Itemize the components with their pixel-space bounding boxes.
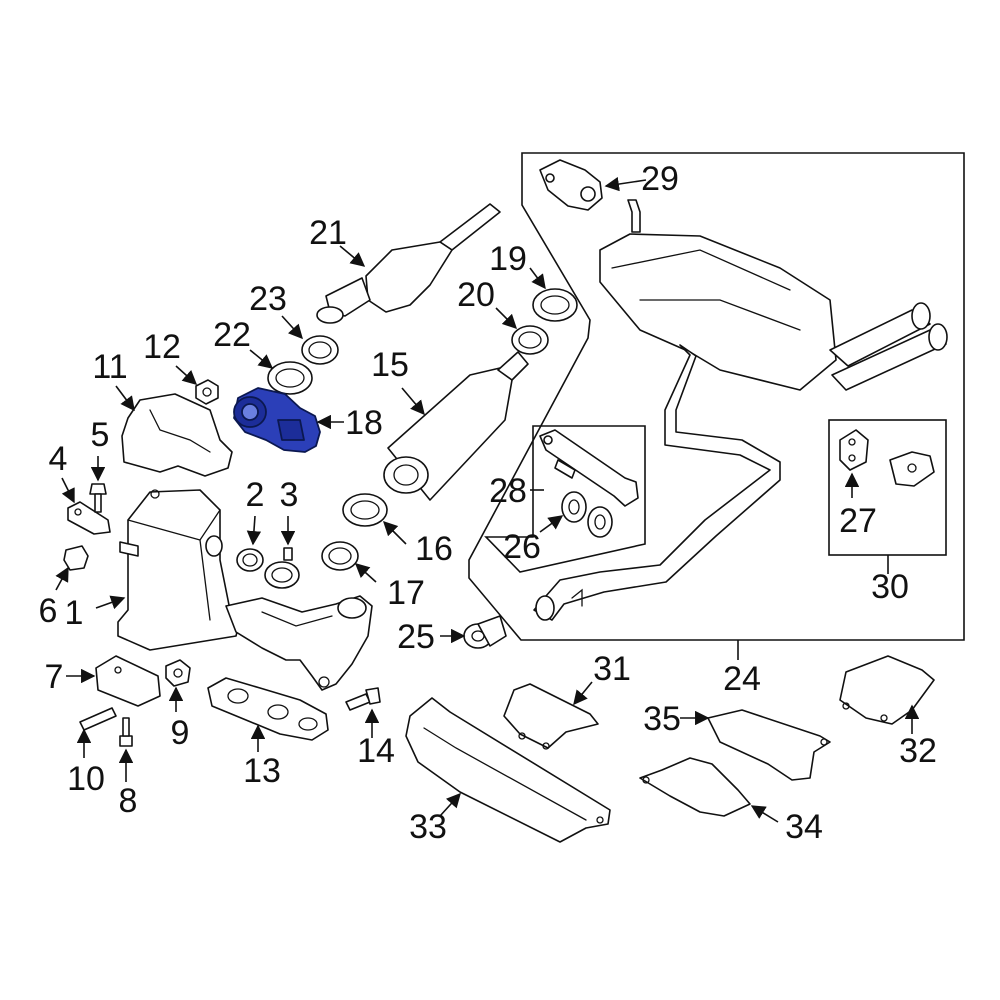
clamp-19[interactable] — [532, 288, 578, 322]
heat-shield-11[interactable] — [121, 393, 233, 477]
nut-9[interactable] — [165, 659, 191, 687]
callout-11: 11 — [92, 348, 127, 386]
callout-34: 34 — [785, 808, 823, 846]
nut-12[interactable] — [195, 379, 219, 405]
bolt-14[interactable] — [345, 687, 381, 711]
callout-24: 24 — [723, 660, 761, 698]
callout-2: 2 — [246, 476, 265, 514]
callout-14: 14 — [357, 732, 395, 770]
callout-23: 23 — [249, 280, 287, 318]
heat-shield-35[interactable] — [707, 709, 831, 781]
gasket-17[interactable] — [321, 541, 359, 571]
leader-lines — [55, 176, 920, 823]
callout-16: 16 — [415, 530, 453, 568]
clamp-3[interactable] — [264, 547, 300, 589]
callout-1: 1 — [65, 594, 84, 632]
callout-12: 12 — [143, 328, 181, 366]
callout-20: 20 — [457, 276, 495, 314]
bracket-group-frame — [484, 425, 646, 573]
front-pipe-21[interactable] — [316, 203, 501, 324]
insulator-26[interactable] — [561, 491, 613, 538]
bracket-7[interactable] — [95, 655, 161, 707]
callout-13: 13 — [243, 752, 281, 790]
callout-21: 21 — [309, 214, 347, 252]
exhaust-manifold[interactable] — [225, 595, 373, 691]
gasket-2[interactable] — [236, 548, 264, 572]
callout-32: 32 — [899, 732, 937, 770]
callout-8: 8 — [119, 782, 138, 820]
stud-10[interactable] — [79, 707, 117, 731]
callout-3: 3 — [280, 476, 299, 514]
catalytic-converter-1[interactable] — [117, 489, 241, 651]
clamp-25[interactable] — [463, 615, 507, 649]
callout-15: 15 — [371, 346, 409, 384]
gasket-23[interactable] — [301, 335, 339, 365]
nut-6[interactable] — [63, 545, 89, 571]
heat-shield-33[interactable] — [405, 697, 611, 843]
callout-18: 18 — [345, 404, 383, 442]
particulate-filter-15[interactable] — [383, 351, 529, 501]
callout-29: 29 — [641, 160, 679, 198]
callout-28: 28 — [489, 472, 527, 510]
callout-10: 10 — [67, 760, 105, 798]
manifold-gasket-13[interactable] — [207, 677, 329, 741]
bolt-8[interactable] — [119, 717, 133, 747]
callout-33: 33 — [409, 808, 447, 846]
callout-labels: 1 2 3 4 5 6 7 8 9 10 11 12 13 14 15 16 1… — [39, 160, 937, 846]
rear-exhaust-group-frame — [468, 152, 965, 641]
heat-shield-32[interactable] — [839, 655, 935, 725]
callout-25: 25 — [397, 618, 435, 656]
rear-muffler-pipe-24[interactable] — [533, 199, 948, 621]
clamp-22[interactable] — [267, 361, 313, 395]
mount-insulator-27[interactable] — [839, 429, 935, 487]
callout-22: 22 — [213, 316, 251, 354]
callout-26: 26 — [503, 528, 541, 566]
callout-19: 19 — [489, 240, 527, 278]
callout-31: 31 — [593, 650, 631, 688]
clamp-16[interactable] — [342, 493, 388, 527]
bolt-5[interactable] — [89, 483, 107, 513]
pipe-bracket-28[interactable] — [539, 429, 639, 507]
callout-30: 30 — [871, 568, 909, 606]
callout-5: 5 — [91, 416, 110, 454]
heat-shield-34[interactable] — [639, 757, 751, 817]
callout-4: 4 — [49, 440, 68, 478]
callout-6: 6 — [39, 592, 58, 630]
gasket-20[interactable] — [511, 325, 549, 355]
bracket-4[interactable] — [67, 501, 111, 535]
callout-17: 17 — [387, 574, 425, 612]
callout-7: 7 — [45, 658, 64, 696]
callout-35: 35 — [643, 700, 681, 738]
callout-27: 27 — [839, 502, 877, 540]
heat-shield-31[interactable] — [503, 683, 599, 750]
callout-9: 9 — [171, 714, 190, 752]
exhaust-flange-18[interactable] — [233, 387, 321, 453]
hanger-bracket-29[interactable] — [539, 159, 603, 211]
